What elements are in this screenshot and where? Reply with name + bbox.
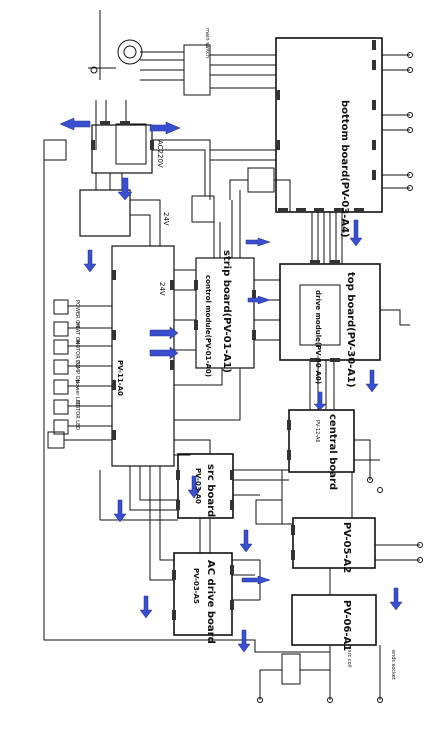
- ac-drive-board-box: [173, 552, 233, 636]
- arrow-right-icon: [149, 326, 179, 340]
- socket-label: MOTOR LED: [74, 400, 80, 431]
- src-board-box: [177, 453, 234, 519]
- arrow-right-icon: [149, 121, 181, 135]
- strip-board-box: [195, 257, 255, 369]
- arrow-down-icon: [313, 391, 327, 411]
- arrow-down-icon: [139, 595, 153, 619]
- power-panel-label: PV-11-A0: [116, 360, 124, 396]
- arrow-right-icon: [241, 575, 271, 585]
- central-board-box: [288, 409, 355, 473]
- top-board-label: top board(PV-30-A1): [345, 272, 356, 388]
- src-board-label: src board: [205, 464, 216, 518]
- arrow-down-icon: [389, 587, 403, 611]
- src-board-code: PV-03-A0: [194, 468, 202, 504]
- pv-a1-label: PV-06-A1: [341, 600, 352, 652]
- main-switch-label: main switch: [204, 28, 210, 59]
- ac-drive-board-label: AC drive board: [205, 560, 216, 644]
- drive-module-label: drive module(PV-30-A0): [314, 290, 322, 385]
- arrow-down-icon: [83, 249, 97, 273]
- pv-a2-box: [292, 517, 376, 569]
- v24-label: 24V: [158, 282, 166, 296]
- central-board-label: central board: [327, 414, 338, 491]
- arrow-down-icon: [239, 529, 253, 553]
- arrow-down-icon: [113, 499, 127, 523]
- arrow-down-icon: [349, 219, 363, 247]
- arrow-right-icon: [245, 237, 271, 247]
- arrow-down-icon: [117, 177, 133, 201]
- strip-board-label: strip board(PV-01-A1): [221, 250, 232, 373]
- control-module-label: control module(PV-01-A0): [204, 275, 212, 377]
- ac220v-label: AC220V: [156, 140, 164, 168]
- arrow-right-icon: [247, 295, 271, 305]
- central-board-code: PV-12-A6: [314, 420, 320, 443]
- top-board-box: [279, 263, 381, 361]
- ac-drive-board-code: PV-03-A5: [192, 568, 200, 604]
- src-coil-label: src coil: [346, 650, 352, 668]
- arrow-down-icon: [187, 475, 201, 499]
- pv-a1-box: [291, 594, 377, 646]
- ends-socket-label: ends socket: [390, 650, 396, 680]
- bottom-board-box: [275, 37, 383, 213]
- pv-a2-label: PV-05-A2: [341, 522, 352, 574]
- arrow-right-icon: [149, 346, 179, 360]
- v24-label: 24V: [162, 212, 170, 226]
- arrow-down-icon: [237, 629, 251, 653]
- bottom-board-label: bottom board(PV-03-A4): [339, 100, 350, 238]
- arrow-down-icon: [365, 369, 379, 393]
- arrow-left-icon: [59, 117, 91, 131]
- drive-module-box: [299, 284, 341, 346]
